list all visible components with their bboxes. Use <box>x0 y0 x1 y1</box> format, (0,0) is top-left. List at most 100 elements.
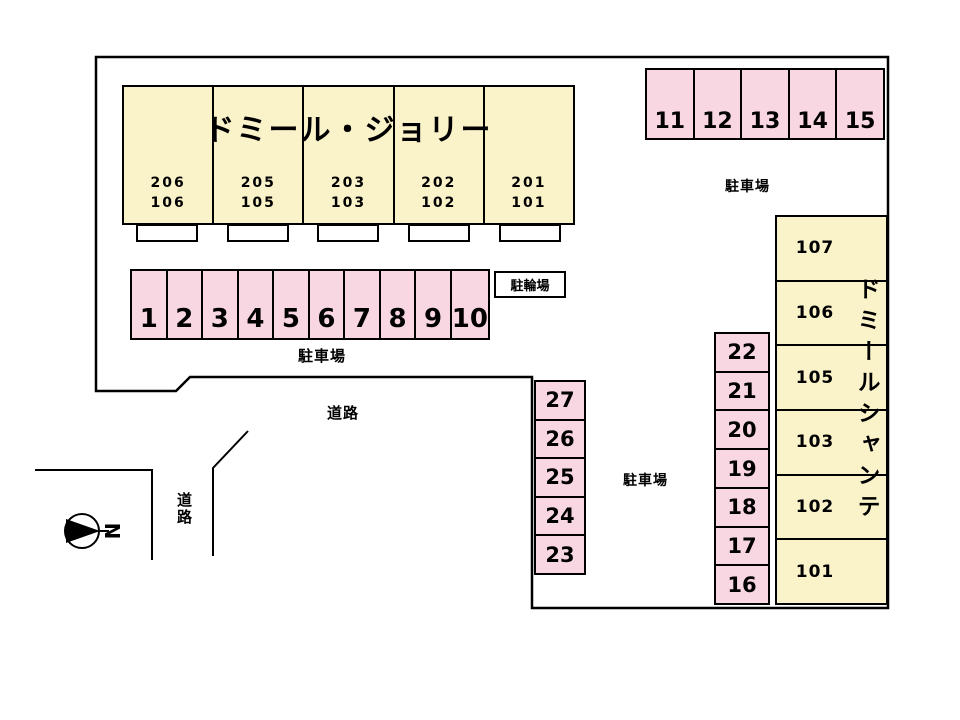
parking-space: 10 <box>452 271 488 338</box>
jolie-room-lower: 102 <box>421 195 457 211</box>
parking-space-number: 25 <box>545 465 575 490</box>
parking-space-number: 16 <box>727 572 757 597</box>
chante-room-number: 102 <box>795 497 835 518</box>
parking-space-number: 23 <box>545 542 575 567</box>
road-label-vertical: 道路 <box>175 492 193 526</box>
building-chante: ドミールシャンテ 107 106 105 103 102 101 <box>775 215 888 605</box>
parking-space: 4 <box>239 271 275 338</box>
parking-col-22-16: 22 21 20 19 18 17 16 <box>714 332 770 605</box>
building-jolie-title: ドミール・ジョリー <box>204 113 493 148</box>
parking-space: 15 <box>837 70 883 138</box>
jolie-unit: 201 101 <box>485 87 573 223</box>
jolie-unit-rooms: 206 106 <box>124 173 212 213</box>
entrance-box <box>499 224 561 242</box>
parking-space-number: 9 <box>423 304 443 334</box>
bicycle-parking-box: 駐輪場 <box>494 271 566 298</box>
parking-space: 8 <box>381 271 417 338</box>
parking-space: 17 <box>716 528 768 567</box>
jolie-unit: 205 105 <box>214 87 305 223</box>
entrance-box <box>317 224 379 242</box>
parking-space-number: 4 <box>246 304 265 334</box>
parking-space-number: 19 <box>727 456 757 481</box>
parking-label-mid: 駐車場 <box>623 473 668 489</box>
parking-space-number: 26 <box>545 426 575 451</box>
jolie-unit-rooms: 202 102 <box>395 173 483 213</box>
parking-space: 5 <box>274 271 310 338</box>
parking-space: 3 <box>203 271 239 338</box>
jolie-unit: 203 103 <box>304 87 395 223</box>
parking-space-number: 1 <box>139 304 158 334</box>
jolie-room-upper: 201 <box>511 175 547 191</box>
parking-space-number: 7 <box>352 304 371 334</box>
jolie-room-upper: 206 <box>150 175 186 191</box>
parking-space: 21 <box>716 373 768 412</box>
jolie-room-upper: 203 <box>330 175 367 191</box>
parking-space-number: 11 <box>654 109 686 134</box>
parking-space: 23 <box>536 536 584 573</box>
chante-room-number: 103 <box>795 432 835 453</box>
parking-space-number: 10 <box>451 304 488 334</box>
parking-space: 20 <box>716 411 768 451</box>
parking-space-number: 6 <box>317 304 336 334</box>
chante-room-number: 101 <box>795 561 835 582</box>
parking-space-number: 3 <box>210 304 229 334</box>
north-label: N <box>100 523 124 540</box>
parking-space: 14 <box>790 70 838 138</box>
parking-space-number: 24 <box>545 504 575 529</box>
jolie-room-lower: 105 <box>240 195 276 211</box>
parking-space: 1 <box>132 271 168 338</box>
chante-room-number: 106 <box>795 303 835 323</box>
jolie-room-upper: 202 <box>421 175 457 191</box>
compass: N <box>64 513 124 549</box>
entrance-box <box>408 224 470 242</box>
parking-space-number: 8 <box>388 304 407 334</box>
parking-space-number: 5 <box>281 304 300 334</box>
parking-space-number: 13 <box>749 109 781 134</box>
parking-col-27-23: 27 26 25 24 23 <box>534 380 586 575</box>
parking-space: 19 <box>716 450 768 489</box>
chante-room: 106 <box>777 282 886 347</box>
parking-space: 12 <box>695 70 743 138</box>
jolie-unit-rooms: 201 101 <box>485 173 573 213</box>
jolie-room-lower: 106 <box>150 195 186 211</box>
parking-space: 24 <box>536 498 584 537</box>
jolie-room-lower: 101 <box>511 195 547 211</box>
building-jolie: ドミール・ジョリー 206 106 205 105 203 103 <box>122 85 575 225</box>
jolie-room-upper: 205 <box>240 175 276 191</box>
parking-space-number: 20 <box>727 417 757 442</box>
parking-space-number: 18 <box>727 495 757 520</box>
compass-circle <box>64 513 100 549</box>
chante-room: 101 <box>777 540 886 603</box>
parking-label-main: 駐車場 <box>297 347 346 365</box>
chante-room-number: 107 <box>795 238 835 259</box>
parking-space-number: 12 <box>702 109 733 134</box>
parking-space: 6 <box>310 271 346 338</box>
parking-space: 13 <box>742 70 790 138</box>
parking-space: 16 <box>716 566 768 603</box>
parking-space-number: 21 <box>727 379 757 404</box>
parking-space: 11 <box>647 70 695 138</box>
building-chante-title: ドミールシャンテ <box>853 277 879 525</box>
jolie-unit-rooms: 205 105 <box>214 173 302 213</box>
parking-space-number: 2 <box>175 304 194 334</box>
parking-label-top: 駐車場 <box>725 179 770 195</box>
parking-space-number: 15 <box>844 109 876 134</box>
parking-space-number: 22 <box>727 340 757 365</box>
parking-space: 7 <box>345 271 381 338</box>
parking-space: 25 <box>536 459 584 498</box>
parking-space-number: 27 <box>545 388 575 413</box>
parking-space: 9 <box>416 271 452 338</box>
chante-room: 107 <box>777 217 886 282</box>
parking-space: 2 <box>168 271 204 338</box>
parking-row-1-10: 1 2 3 4 5 6 7 <box>130 269 490 340</box>
jolie-unit: 206 106 <box>124 87 215 223</box>
chante-room: 105 <box>777 346 886 412</box>
jolie-unit-rooms: 203 103 <box>304 173 392 213</box>
parking-space: 26 <box>536 421 584 460</box>
parking-row-11-15: 11 12 13 14 15 <box>645 68 885 140</box>
entrance-box <box>227 224 289 242</box>
compass-needle-icon <box>66 519 100 543</box>
chante-room: 102 <box>777 476 886 541</box>
road-line-right <box>212 430 249 556</box>
